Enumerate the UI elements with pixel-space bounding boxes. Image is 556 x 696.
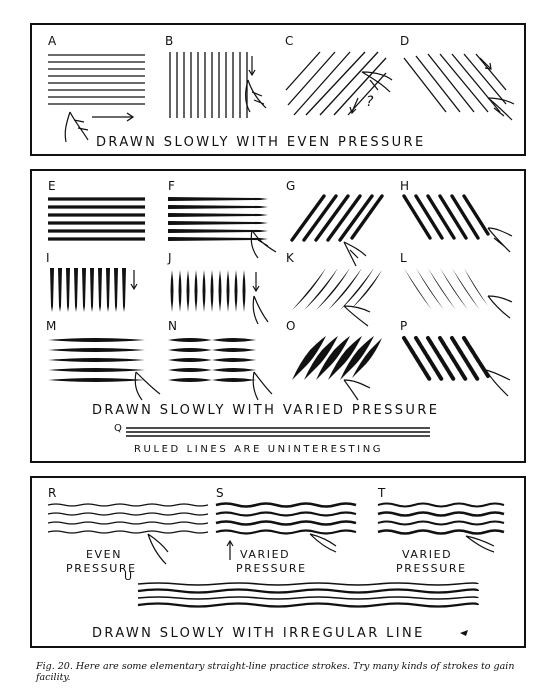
stroke-set-d xyxy=(403,53,507,113)
label-t: T xyxy=(377,486,386,500)
stroke-set-f xyxy=(168,197,268,241)
label-f: F xyxy=(168,179,175,193)
arrow-i xyxy=(130,270,138,291)
q-caption: RULED LINES ARE UNINTERESTING xyxy=(134,444,383,455)
stroke-set-p xyxy=(402,336,490,382)
hand-icon-o xyxy=(343,379,371,401)
hand-icon-n xyxy=(252,371,273,401)
stroke-set-u xyxy=(137,582,480,608)
arrow-a xyxy=(92,112,135,122)
arrow-c xyxy=(349,97,359,115)
stroke-set-e xyxy=(48,197,145,241)
panel-1-title: DRAWN SLOWLY WITH EVEN PRESSURE xyxy=(96,135,426,150)
label-k: K xyxy=(286,251,295,265)
t-caption-line-2: PRESSURE xyxy=(396,562,467,575)
hand-icon-r xyxy=(147,533,169,565)
label-r: R xyxy=(48,486,56,500)
stroke-set-k xyxy=(292,268,382,310)
stroke-set-o xyxy=(292,336,382,380)
label-g: G xyxy=(286,179,295,193)
hand-icon-l xyxy=(487,295,513,319)
label-a: A xyxy=(48,34,57,48)
question-mark: ? xyxy=(366,94,374,110)
hand-icon-g xyxy=(343,241,367,267)
stroke-set-n xyxy=(168,338,256,382)
label-l: L xyxy=(400,251,407,265)
panel-varied-pressure: E F G H I J K L M N O P xyxy=(30,169,526,463)
arrow-b xyxy=(248,56,256,77)
panel-3-title: DRAWN SLOWLY WITH IRREGULAR LINE xyxy=(92,626,425,641)
stroke-set-s xyxy=(215,502,357,535)
stroke-set-l xyxy=(404,268,488,310)
hand-icon-h xyxy=(487,227,513,253)
panel-2-title: DRAWN SLOWLY WITH VARIED PRESSURE xyxy=(92,403,439,418)
hand-icon-p xyxy=(485,369,511,397)
stroke-set-g xyxy=(290,194,384,242)
hand-icon-b xyxy=(244,79,267,113)
label-n: N xyxy=(168,319,177,333)
hand-icon-s xyxy=(309,533,337,553)
hand-icon-a xyxy=(64,111,89,143)
label-s: S xyxy=(216,486,224,500)
arrow-d xyxy=(479,57,492,70)
label-o: O xyxy=(286,319,295,333)
panel-1-frame xyxy=(30,23,526,156)
stroke-set-b xyxy=(169,52,248,118)
stroke-set-a xyxy=(48,54,145,105)
label-q: Q xyxy=(114,423,122,434)
arrow-s xyxy=(226,539,234,560)
s-caption-line-2: PRESSURE xyxy=(236,562,307,575)
panel-irregular-line: R S T U EVEN PRESSURE VARIED PRESSURE xyxy=(30,476,526,648)
arrow-j xyxy=(252,272,260,293)
hand-icon-t xyxy=(465,535,495,553)
label-b: B xyxy=(165,34,173,48)
panel-2-frame xyxy=(30,169,526,463)
label-i: I xyxy=(46,251,50,265)
hand-icon-d xyxy=(487,97,515,121)
label-d: D xyxy=(400,34,409,48)
label-c: C xyxy=(285,34,293,48)
stroke-set-q xyxy=(126,427,430,437)
label-j: J xyxy=(167,251,172,265)
stroke-set-i xyxy=(50,268,126,312)
stroke-set-m xyxy=(48,338,145,382)
panel-even-pressure: A B C D xyxy=(30,23,526,156)
stroke-set-h xyxy=(402,194,490,240)
label-u: U xyxy=(124,570,132,583)
hand-icon-k xyxy=(343,305,371,327)
stroke-set-t xyxy=(377,502,505,535)
t-caption-line-1: VARIED xyxy=(402,548,452,561)
r-caption-line-2: PRESSURE xyxy=(66,562,137,575)
hand-icon-j xyxy=(252,295,269,325)
hand-icon-m xyxy=(134,371,161,401)
label-h: H xyxy=(400,179,409,193)
stroke-set-j xyxy=(170,270,246,312)
panel-3-frame xyxy=(30,476,526,648)
r-caption-line-1: EVEN xyxy=(86,548,122,561)
label-p: P xyxy=(400,319,407,333)
arrow-u xyxy=(460,630,468,636)
label-e: E xyxy=(48,179,56,193)
hand-icon-c xyxy=(361,71,393,93)
stroke-set-r xyxy=(47,503,209,534)
figure-caption: Fig. 20. Here are some elementary straig… xyxy=(36,661,515,683)
label-m: M xyxy=(46,319,56,333)
s-caption-line-1: VARIED xyxy=(240,548,290,561)
hand-icon-f xyxy=(250,229,277,259)
